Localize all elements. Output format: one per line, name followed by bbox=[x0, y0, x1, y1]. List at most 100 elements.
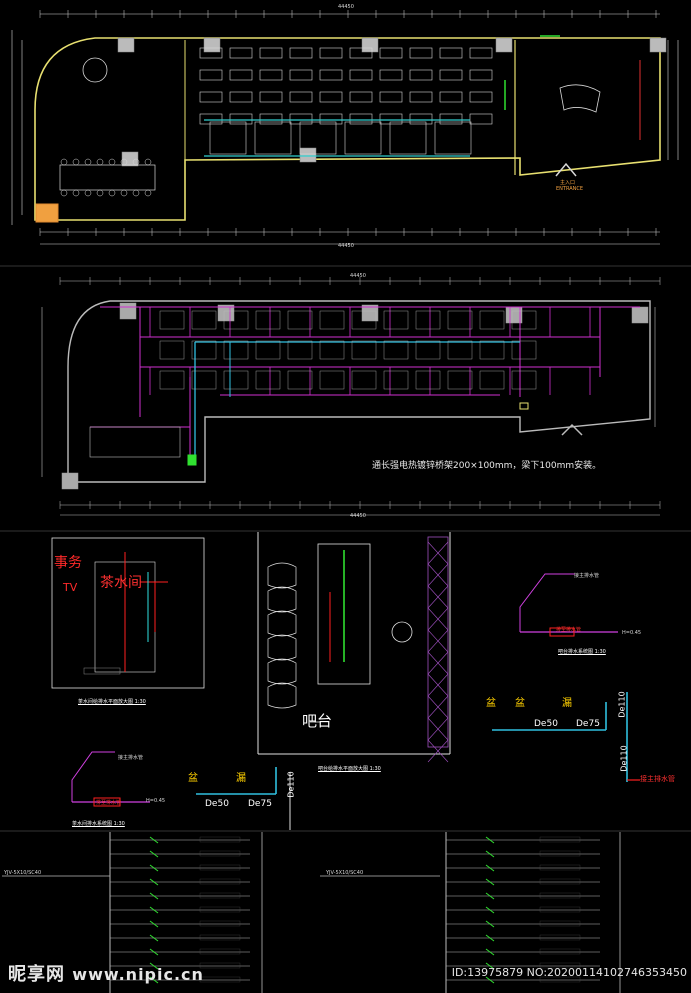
workstation bbox=[159, 340, 185, 360]
desk bbox=[199, 69, 223, 81]
column bbox=[61, 472, 79, 490]
tea-de110: De110 bbox=[286, 771, 296, 798]
desk bbox=[469, 113, 493, 125]
desk bbox=[349, 69, 373, 81]
shelf-brace bbox=[427, 585, 449, 609]
tea-drain-symbol: 漏 bbox=[236, 773, 246, 784]
floor-plan-panel: 44450 44450 主入口 ENTRANCE bbox=[0, 0, 691, 265]
workstation bbox=[287, 340, 313, 360]
column bbox=[299, 147, 317, 163]
desk bbox=[439, 91, 463, 103]
tea-room-label: 茶水间 bbox=[100, 575, 142, 591]
desk bbox=[439, 69, 463, 81]
chair bbox=[120, 189, 128, 197]
shelf bbox=[427, 536, 449, 748]
workstation bbox=[479, 370, 505, 390]
chair bbox=[72, 189, 80, 197]
desk bbox=[319, 113, 343, 125]
dim-total-bottom: 44450 bbox=[338, 243, 354, 249]
workstation bbox=[319, 310, 345, 330]
chair bbox=[132, 189, 140, 197]
desk bbox=[409, 47, 433, 59]
tea-pipe-label: 排至排水管 bbox=[96, 800, 122, 806]
meeting-room bbox=[434, 121, 472, 155]
breaker bbox=[149, 962, 159, 970]
circuit-label bbox=[199, 836, 241, 843]
chair bbox=[132, 158, 140, 166]
workstation bbox=[383, 370, 409, 390]
desk bbox=[229, 91, 253, 103]
shelf-brace bbox=[427, 651, 449, 675]
workstation bbox=[415, 340, 441, 360]
plumbing-details-drawing bbox=[51, 532, 640, 830]
bar-system-caption: 吧台排水系统图 1:30 bbox=[558, 649, 606, 655]
workstation bbox=[351, 310, 377, 330]
bar-counter bbox=[317, 543, 371, 685]
desk bbox=[409, 91, 433, 103]
right-feeder-label: YJV-5X10/SC40 bbox=[326, 870, 364, 876]
entrance-label-en: ENTRANCE bbox=[556, 186, 584, 192]
conference-table bbox=[59, 164, 156, 191]
bar-de110-b: De110 bbox=[619, 745, 629, 772]
electrical-plan-panel: 44450 44450 通长强电热镀锌桥架200×100mm，梁下100mm安装… bbox=[0, 267, 691, 530]
workstation bbox=[223, 340, 249, 360]
entrance-arrow bbox=[561, 423, 583, 436]
chair bbox=[144, 158, 152, 166]
meeting-room bbox=[254, 121, 292, 155]
bar-drain-symbol: 漏 bbox=[562, 698, 572, 709]
chair bbox=[84, 189, 92, 197]
outer-wall bbox=[67, 300, 651, 483]
dim-total-top: 44450 bbox=[338, 4, 354, 10]
desk bbox=[199, 113, 223, 125]
tea-h-label: H=0.45 bbox=[146, 798, 166, 804]
floor-plan-drawing bbox=[11, 10, 679, 245]
tv-label: TV bbox=[63, 581, 78, 594]
desk bbox=[289, 69, 313, 81]
bar-basin-symbol-1: 盆 bbox=[486, 698, 496, 709]
tea-room-detail-caption: 茶水间给排水平面放大图 1:30 bbox=[78, 699, 146, 705]
desk bbox=[229, 47, 253, 59]
column bbox=[361, 304, 379, 322]
circuit-label bbox=[539, 892, 581, 899]
panel-box bbox=[519, 402, 529, 410]
desk bbox=[259, 91, 283, 103]
desk bbox=[379, 113, 403, 125]
column bbox=[119, 302, 137, 320]
chair bbox=[120, 158, 128, 166]
circuit-label bbox=[199, 962, 241, 969]
desk bbox=[409, 69, 433, 81]
workstation bbox=[223, 310, 249, 330]
workstation bbox=[415, 310, 441, 330]
circuit-label bbox=[539, 850, 581, 857]
workstation bbox=[191, 370, 217, 390]
chair bbox=[72, 158, 80, 166]
column bbox=[203, 37, 221, 53]
bar-stool bbox=[267, 682, 297, 709]
circuit-label bbox=[539, 920, 581, 927]
room-label-side: 事务 bbox=[54, 555, 82, 571]
breaker bbox=[149, 976, 159, 984]
electrical-plan-drawing bbox=[41, 277, 661, 516]
conference-table bbox=[89, 426, 181, 458]
workstation bbox=[319, 370, 345, 390]
circuit-label bbox=[199, 976, 241, 983]
circuit-label bbox=[199, 892, 241, 899]
workstation bbox=[351, 370, 377, 390]
bar-stool bbox=[267, 610, 297, 637]
workstation bbox=[159, 310, 185, 330]
distribution-panel: YJV-5X10/SC40 YJV-5X10/SC40 bbox=[0, 832, 691, 993]
breaker bbox=[485, 864, 495, 872]
workstation bbox=[447, 370, 473, 390]
workstation bbox=[287, 310, 313, 330]
workstation bbox=[383, 340, 409, 360]
column bbox=[121, 151, 139, 167]
workstation bbox=[415, 370, 441, 390]
workstation bbox=[479, 310, 505, 330]
chair bbox=[96, 158, 104, 166]
circuit-label bbox=[539, 934, 581, 941]
desk bbox=[229, 69, 253, 81]
desk bbox=[229, 113, 253, 125]
meeting-room bbox=[344, 121, 382, 155]
desk bbox=[319, 47, 343, 59]
bar-pipe-label: 排至排水管 bbox=[556, 627, 582, 633]
